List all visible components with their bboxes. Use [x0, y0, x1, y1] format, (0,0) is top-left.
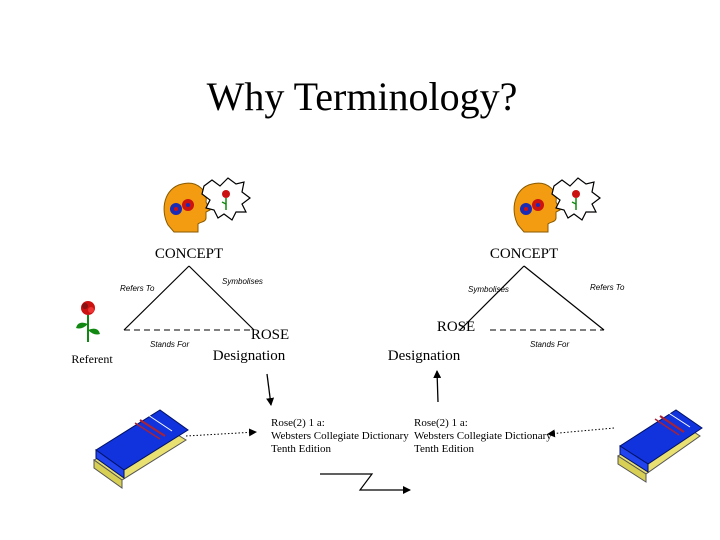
left-book-to-definition-arrow — [185, 428, 257, 437]
referent-label: Referent — [71, 352, 113, 366]
right-refers-to-label: Refers To — [590, 283, 625, 292]
right-dictionary-book-icon — [617, 409, 703, 483]
right-semiotic-triangle: CONCEPT Symbolises Refers To Stands For … — [388, 177, 625, 364]
right-definition-line-1: Rose(2) 1 a: — [414, 417, 468, 429]
left-dictionary-book-icon — [93, 409, 189, 489]
bottom-translation-arrow — [320, 473, 411, 494]
right-head-with-thought-icon — [513, 177, 601, 233]
right-definition-text: Rose(2) 1 a: Websters Collegiate Diction… — [414, 417, 552, 455]
right-book-to-definition-arrow — [547, 427, 615, 438]
left-symbolises-label: Symbolises — [222, 277, 263, 286]
left-definition-line-1: Rose(2) 1 a: — [271, 417, 325, 429]
left-designation-label: Designation — [213, 348, 286, 364]
right-definition-line-2: Websters Collegiate Dictionary — [414, 430, 552, 442]
right-concept-label: CONCEPT — [490, 246, 558, 262]
left-refers-to-label: Refers To — [120, 284, 155, 293]
right-refers-to-edge — [523, 265, 605, 331]
left-semiotic-triangle: CONCEPT Refers To Symbolises Stands For … — [71, 177, 289, 366]
right-term-label: ROSE — [437, 319, 475, 335]
right-designation-up-arrow — [433, 370, 442, 403]
left-designation-down-arrow — [266, 373, 275, 406]
left-definition-line-3: Tenth Edition — [271, 443, 332, 455]
slide-title: Why Terminology? — [207, 74, 518, 119]
right-symbolises-edge — [459, 265, 525, 331]
left-definition-line-2: Websters Collegiate Dictionary — [271, 430, 409, 442]
right-designation-label: Designation — [388, 348, 461, 364]
left-concept-label: CONCEPT — [155, 246, 223, 262]
left-symbolises-edge — [188, 265, 255, 331]
left-refers-to-edge — [123, 265, 190, 331]
left-term-label: ROSE — [251, 327, 289, 343]
right-definition-line-3: Tenth Edition — [414, 443, 475, 455]
right-stands-for-label: Stands For — [530, 340, 569, 349]
left-head-with-thought-icon — [163, 177, 251, 233]
left-definition-text: Rose(2) 1 a: Websters Collegiate Diction… — [271, 417, 409, 455]
connector-arrows — [185, 370, 615, 494]
referent-rose-icon — [76, 301, 100, 342]
right-symbolises-label: Symbolises — [468, 285, 509, 294]
left-stands-for-label: Stands For — [150, 340, 189, 349]
